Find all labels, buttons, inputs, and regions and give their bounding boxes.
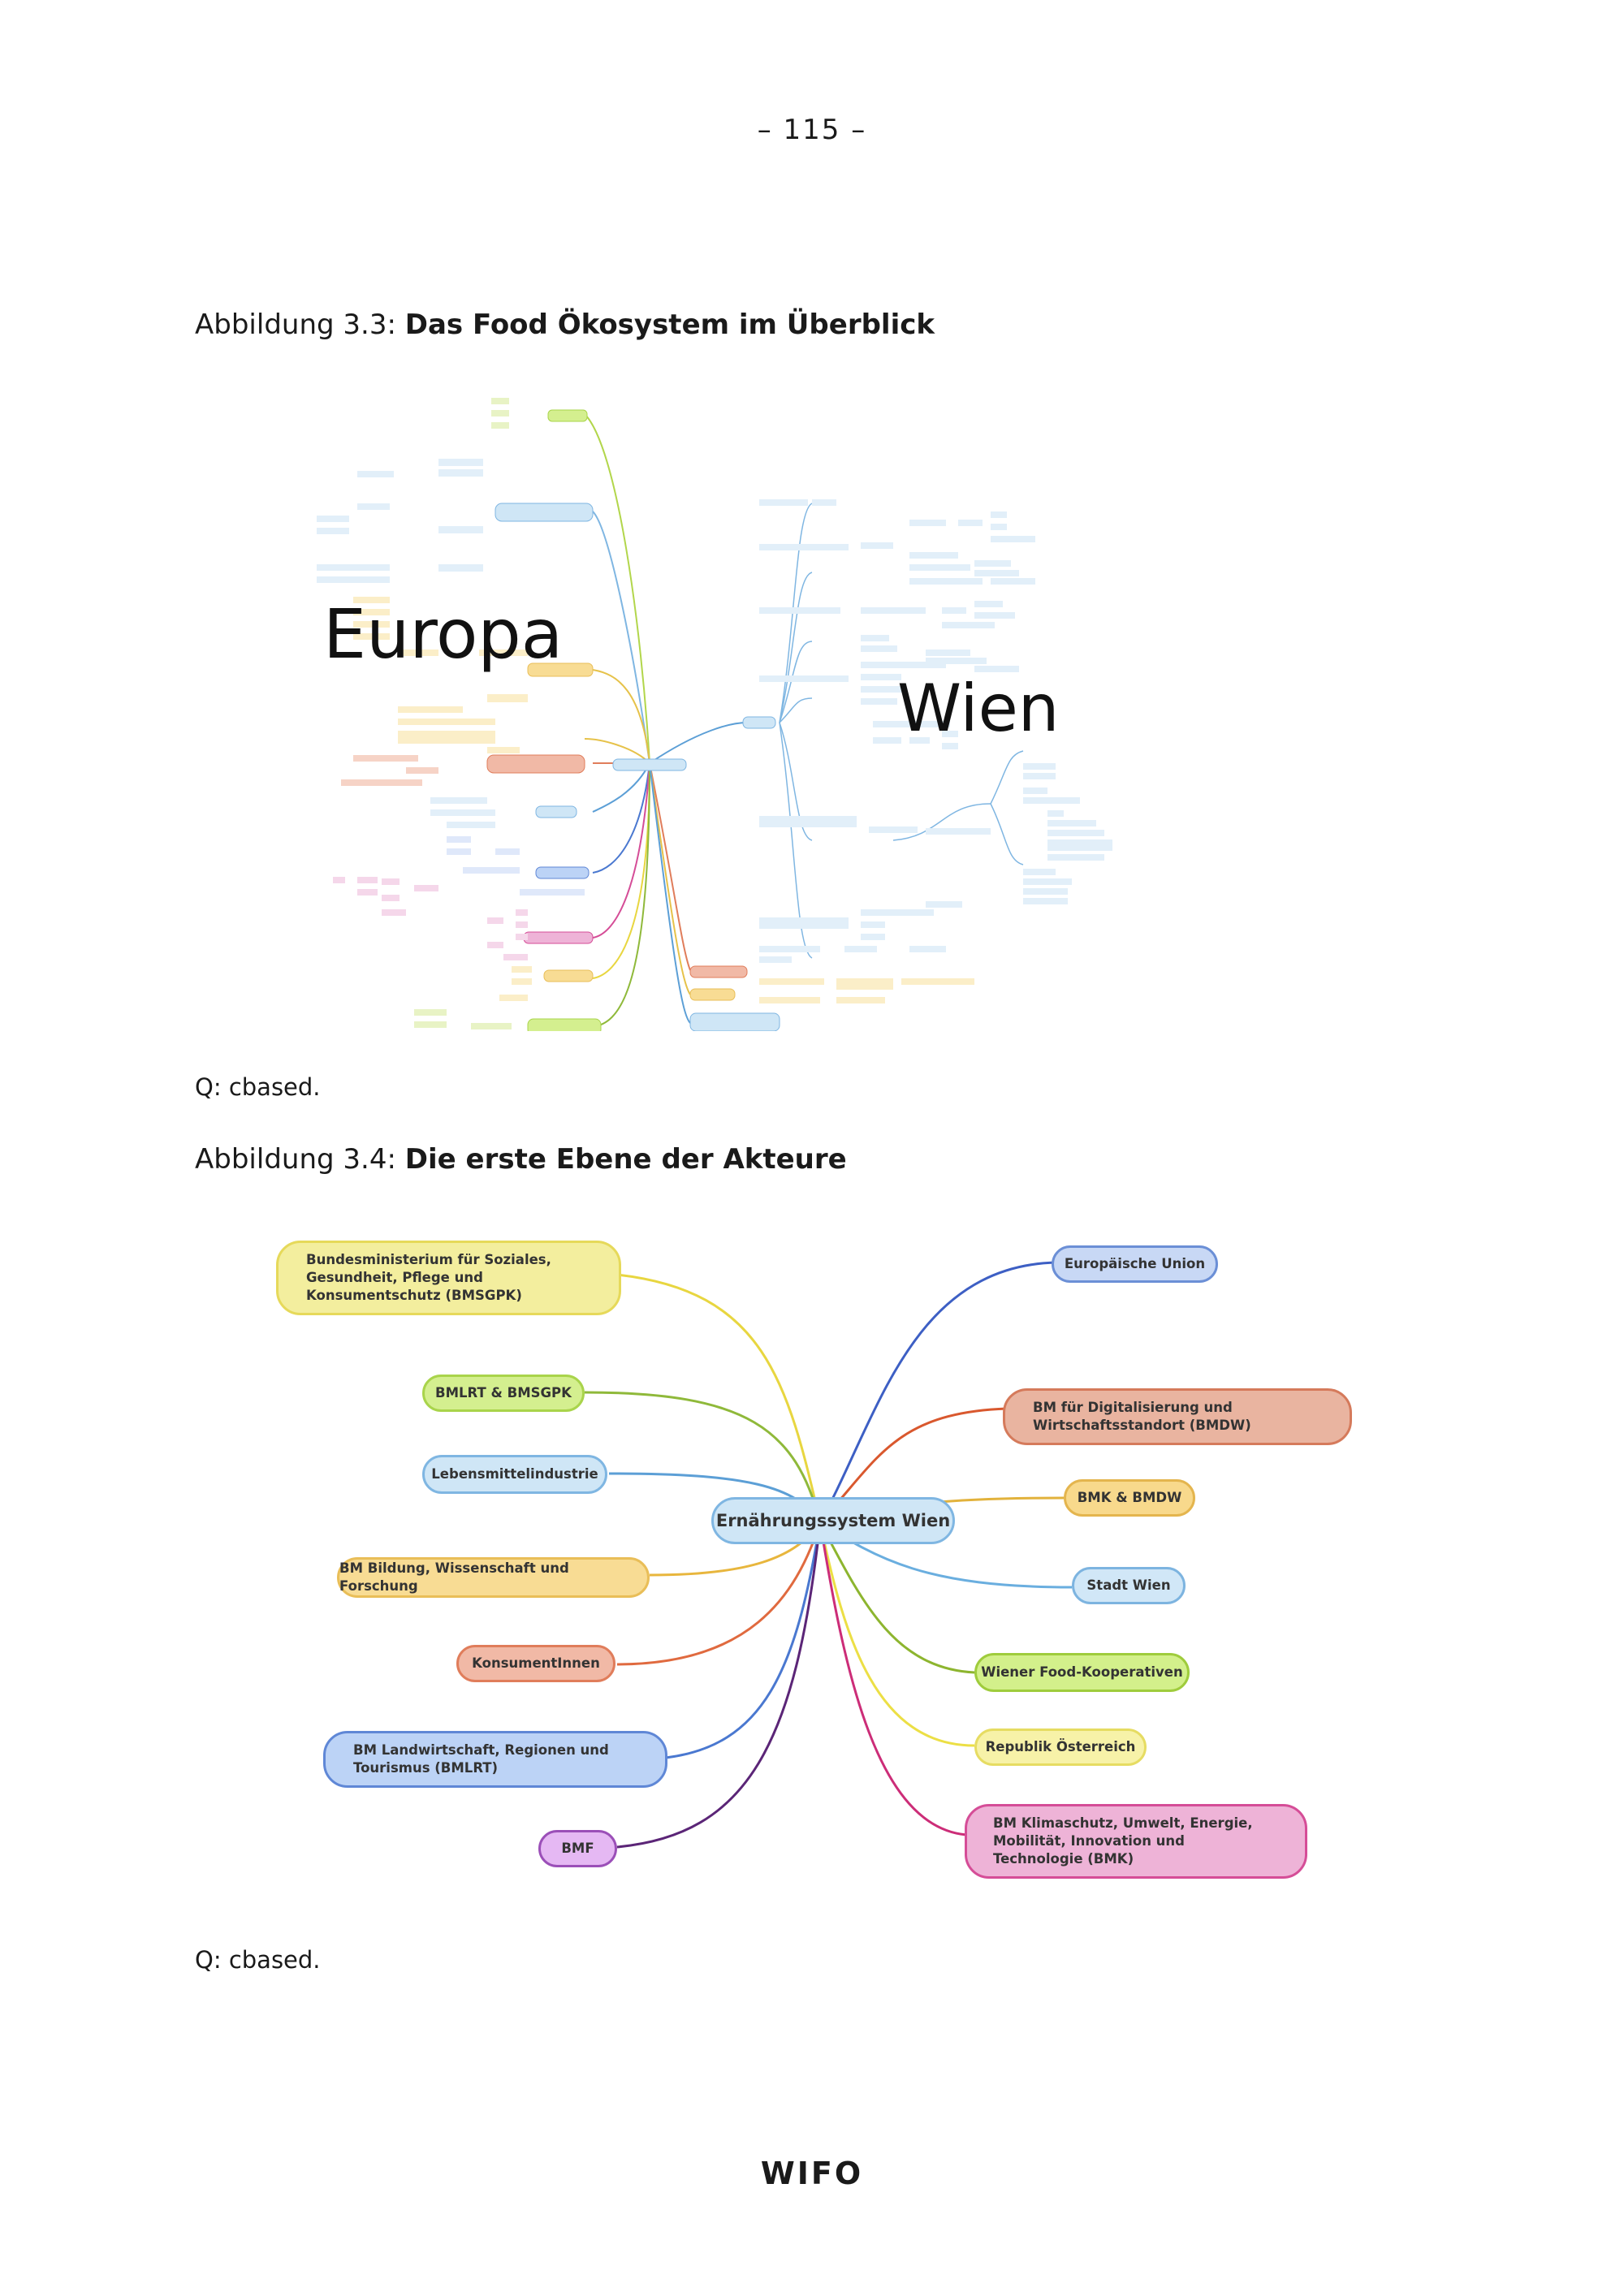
node-bm-bildung: BM Bildung, Wissenschaft und Forschung bbox=[337, 1557, 650, 1598]
wien-label: Wien bbox=[897, 671, 1060, 746]
node-bmk: BM Klimaschutz, Umwelt, Energie, Mobilit… bbox=[965, 1804, 1307, 1879]
figure-label: Abbildung 3.3: bbox=[195, 309, 396, 341]
node-konsumentinnen: KonsumentInnen bbox=[456, 1645, 615, 1682]
figure-label: Abbildung 3.4: bbox=[195, 1143, 396, 1176]
figure-source: Q: cbased. bbox=[195, 1073, 321, 1101]
figure-title: Die erste Ebene der Akteure bbox=[404, 1143, 847, 1176]
node-bmsgpk: Bundesministerium für Soziales, Gesundhe… bbox=[276, 1241, 621, 1315]
figure-title: Das Food Ökosystem im Überblick bbox=[404, 309, 935, 341]
food-ecosystem-mindmap-image: Europa Wien bbox=[317, 398, 1112, 1031]
node-republik-oesterreich: Republik Österreich bbox=[974, 1728, 1147, 1766]
connector-lines bbox=[584, 1261, 1073, 1849]
node-bmdw: BM für Digitalisierung und Wirtschaftsst… bbox=[1003, 1388, 1352, 1445]
figure-caption-3-4: Abbildung 3.4: Die erste Ebene der Akteu… bbox=[195, 1143, 847, 1176]
europa-label: Europa bbox=[323, 594, 563, 674]
actors-mindmap: Ernährungssystem Wien Bundesministerium … bbox=[260, 1218, 1397, 1900]
node-bmk-bmdw: BMK & BMDW bbox=[1064, 1479, 1195, 1517]
figure-source: Q: cbased. bbox=[195, 1946, 321, 1974]
page-number: – 115 – bbox=[757, 114, 867, 146]
node-bmlrt: BM Landwirtschaft, Regionen und Tourismu… bbox=[323, 1731, 667, 1788]
figure-caption-3-3: Abbildung 3.3: Das Food Ökosystem im Übe… bbox=[195, 309, 935, 341]
node-wiener-food-kooperativen: Wiener Food-Kooperativen bbox=[974, 1653, 1190, 1692]
node-europaeische-union: Europäische Union bbox=[1052, 1245, 1218, 1283]
node-bmlrt-bmsgpk: BMLRT & BMSGPK bbox=[422, 1375, 585, 1412]
center-node: Ernährungssystem Wien bbox=[711, 1497, 955, 1544]
node-bmf: BMF bbox=[538, 1830, 617, 1867]
wifo-logo: WIFO bbox=[760, 2156, 864, 2191]
node-stadt-wien: Stadt Wien bbox=[1072, 1567, 1186, 1604]
node-lebensmittelindustrie: Lebensmittelindustrie bbox=[422, 1455, 607, 1494]
